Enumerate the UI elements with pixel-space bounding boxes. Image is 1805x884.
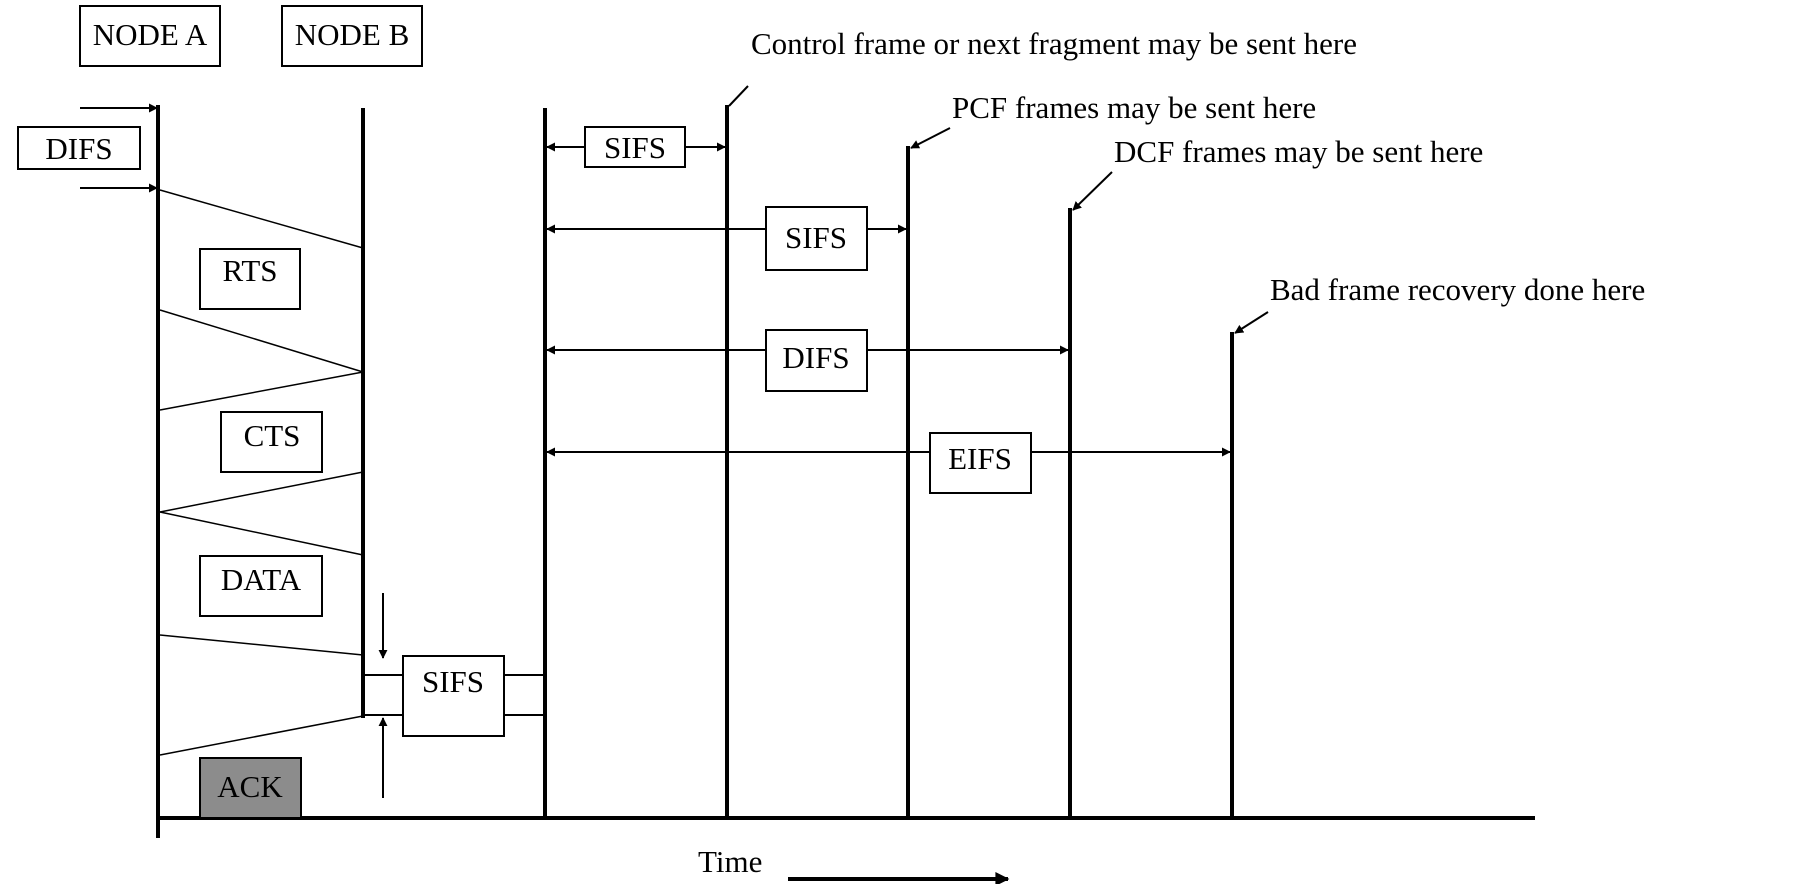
sifs-bottom-indicator: SIFS [365, 593, 545, 798]
node-b-label-box: NODE B [281, 5, 423, 67]
eifs-interval: EIFS [546, 432, 1231, 494]
difs-left-label: DIFS [45, 131, 112, 166]
pcf-text: PCF frames may be sent here [952, 90, 1316, 125]
ack-label: ACK [217, 769, 283, 804]
difs-label: DIFS [782, 340, 849, 375]
data-frame: DATA [199, 555, 323, 617]
node-a-label-box: NODE A [79, 5, 221, 67]
sifs-bottom-label: SIFS [422, 664, 484, 699]
data-label: DATA [221, 562, 302, 597]
difs-interval: DIFS [546, 329, 1069, 392]
bad-frame-annotation: Bad frame recovery done here [1234, 272, 1645, 334]
time-label: Time [698, 844, 762, 879]
dcf-text: DCF frames may be sent here [1114, 134, 1483, 169]
frame-exchange-lines [159, 189, 364, 756]
control-frame-text: Control frame or next fragment may be se… [751, 26, 1357, 61]
sifs-interval-1: SIFS [546, 126, 726, 168]
cts-frame: CTS [220, 411, 323, 473]
node-b-label: NODE B [295, 17, 410, 52]
node-a-label: NODE A [93, 17, 208, 52]
dcf-annotation: DCF frames may be sent here [1072, 134, 1483, 211]
rts-frame: RTS [199, 248, 301, 310]
bad-frame-text: Bad frame recovery done here [1270, 272, 1645, 307]
time-axis-label: Time [698, 844, 1010, 884]
timeline-axis [156, 105, 1535, 838]
rts-label: RTS [223, 253, 278, 288]
ack-frame: ACK [199, 757, 302, 819]
sifs-2-label: SIFS [785, 220, 847, 255]
eifs-label: EIFS [948, 441, 1012, 476]
cts-label: CTS [244, 418, 301, 453]
difs-left-indicator: DIFS [17, 103, 158, 193]
control-frame-annotation: Control frame or next fragment may be se… [728, 26, 1357, 107]
sifs-interval-2: SIFS [546, 206, 907, 271]
sifs-1-label: SIFS [604, 130, 666, 165]
pcf-annotation: PCF frames may be sent here [910, 90, 1316, 149]
